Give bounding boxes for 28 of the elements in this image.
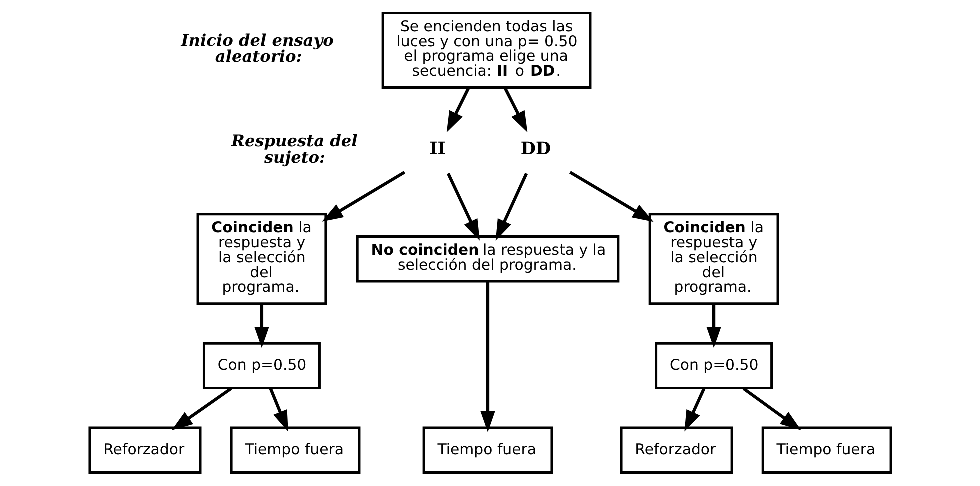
node-text: II <box>429 139 446 160</box>
arrow <box>322 171 406 222</box>
arrow <box>480 282 495 432</box>
arrow <box>254 304 269 348</box>
node-box: Tiempo fuera <box>761 426 892 474</box>
node-box: Con p=0.50 <box>654 342 773 390</box>
node-box: Reforzador <box>88 426 202 474</box>
arrow <box>268 388 288 432</box>
node-box: Tiempo fuera <box>230 426 360 474</box>
arrow <box>503 88 528 133</box>
label: Respuesta del sujeto: <box>231 132 358 167</box>
node-box: Coinciden la respuesta y la selección del programa. <box>196 213 327 306</box>
arrow <box>446 88 470 133</box>
arrow <box>171 387 232 430</box>
node-box: Coinciden la respuesta y la selección del programa. <box>648 213 779 306</box>
arrow <box>706 304 721 348</box>
arrow <box>446 173 480 241</box>
node-box: No coinciden la respuesta y la selección del programa. <box>356 236 620 283</box>
node-text: DD <box>520 139 551 160</box>
node-box: Reforzador <box>620 426 733 474</box>
node-box: Se encienden todas las luces y con una p= 0.50 el programa elige una secuencia: II o DD. <box>381 12 592 89</box>
arrow <box>742 387 801 431</box>
label: Inicio del ensayo aleatorio: <box>180 31 334 66</box>
node-box: Tiempo fuera <box>422 426 553 474</box>
arrow <box>495 173 528 241</box>
arrow <box>568 171 654 222</box>
arrow <box>684 388 706 432</box>
node-box: Con p=0.50 <box>202 342 320 390</box>
